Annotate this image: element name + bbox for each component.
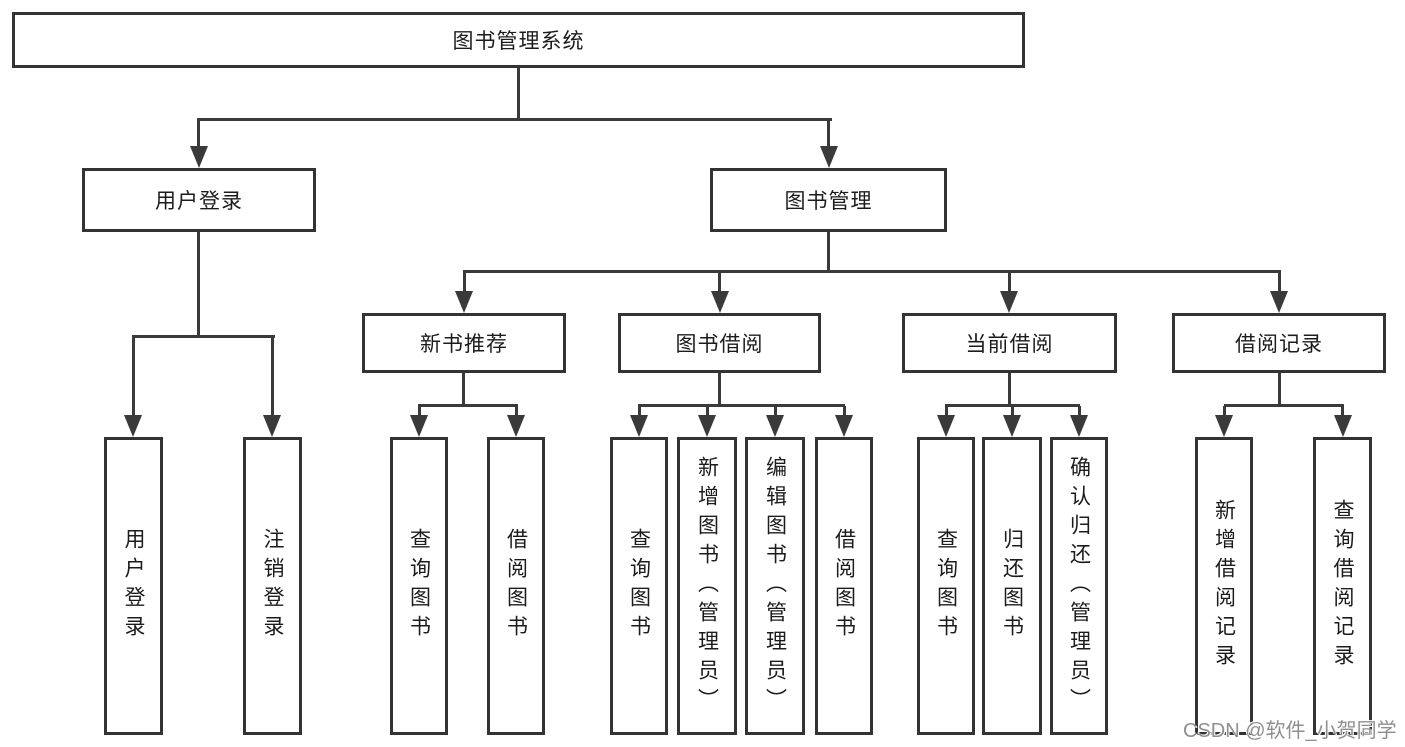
leaf-query-books-current: 查询图书 xyxy=(917,437,975,735)
connector-line xyxy=(1278,373,1281,407)
connector-arrow xyxy=(263,415,281,437)
connector-arrow xyxy=(1270,291,1288,313)
connector-line xyxy=(774,406,777,420)
node-current-borrowing: 当前借阅 xyxy=(902,313,1117,373)
connector-line xyxy=(945,406,948,420)
leaf-label: 查询图书 xyxy=(407,528,431,644)
node-new-book-recommendation: 新书推荐 xyxy=(362,313,566,373)
leaf-label: 查询借阅记录 xyxy=(1331,499,1354,673)
connector-line xyxy=(827,232,830,273)
connector-line xyxy=(271,337,274,420)
connector-line xyxy=(1078,406,1081,420)
connector-line xyxy=(462,373,465,407)
leaf-label: 借阅图书 xyxy=(504,528,528,644)
connector-line xyxy=(1223,406,1226,420)
leaf-return-books: 归还图书 xyxy=(982,437,1042,735)
connector-line xyxy=(418,404,518,407)
leaf-user-login: 用户登录 xyxy=(104,437,163,735)
connector-arrow xyxy=(190,146,208,168)
csdn-watermark: CSDN @软件_小贺同学 xyxy=(1183,720,1397,742)
leaf-label: 查询图书 xyxy=(627,528,651,644)
connector-line xyxy=(638,404,845,407)
connector-line xyxy=(197,118,832,121)
leaf-label: 借阅图书 xyxy=(832,528,856,644)
connector-line xyxy=(1011,406,1014,420)
connector-arrow xyxy=(937,415,955,437)
connector-line xyxy=(1278,272,1281,294)
leaf-edit-books-admin: 编辑图书（管理员） xyxy=(745,437,805,735)
leaf-label: 注销登录 xyxy=(261,528,284,644)
connector-arrow xyxy=(630,415,648,437)
node-label: 图书管理 xyxy=(784,190,873,213)
node-book-borrowing: 图书借阅 xyxy=(618,313,821,373)
connector-arrow xyxy=(698,415,716,437)
connector-line xyxy=(132,335,275,338)
connector-arrow xyxy=(455,291,473,313)
connector-arrow xyxy=(410,415,428,437)
connector-line xyxy=(843,406,846,420)
leaf-query-books-recommend: 查询图书 xyxy=(390,437,448,735)
leaf-label: 新增图书（管理员） xyxy=(695,455,719,717)
node-label: 新书推荐 xyxy=(420,333,508,356)
connector-arrow xyxy=(1215,415,1233,437)
connector-arrow xyxy=(124,415,142,437)
connector-line xyxy=(706,406,709,420)
connector-line xyxy=(132,337,135,420)
connector-line xyxy=(418,406,421,420)
leaf-query-books-borrowing: 查询图书 xyxy=(610,437,668,735)
connector-line xyxy=(463,270,1281,273)
node-label: 当前借阅 xyxy=(965,333,1054,356)
node-user-login: 用户登录 xyxy=(82,168,316,232)
connector-line xyxy=(827,120,830,150)
connector-arrow xyxy=(711,291,729,313)
connector-line xyxy=(718,373,721,407)
connector-line xyxy=(718,272,721,294)
connector-line xyxy=(945,404,1080,407)
leaf-confirm-return-admin: 确认归还（管理员） xyxy=(1050,437,1108,735)
leaf-query-borrow-record: 查询借阅记录 xyxy=(1313,437,1372,735)
connector-line xyxy=(197,232,200,338)
connector-arrow xyxy=(835,415,853,437)
connector-line xyxy=(515,406,518,420)
connector-line xyxy=(463,272,466,294)
connector-arrow xyxy=(507,415,525,437)
node-label: 图书管理系统 xyxy=(452,30,585,53)
leaf-label: 查询图书 xyxy=(934,528,958,644)
leaf-label: 新增借阅记录 xyxy=(1212,499,1236,673)
connector-arrow xyxy=(1003,415,1021,437)
connector-line xyxy=(638,406,641,420)
node-label: 用户登录 xyxy=(155,190,243,213)
leaf-add-borrow-record: 新增借阅记录 xyxy=(1195,437,1253,735)
node-book-management: 图书管理 xyxy=(710,168,947,232)
leaf-label: 归还图书 xyxy=(1000,528,1024,644)
connector-line xyxy=(1224,404,1344,407)
node-library-system: 图书管理系统 xyxy=(12,12,1025,68)
node-label: 借阅记录 xyxy=(1235,333,1323,356)
leaf-borrow-books-recommend: 借阅图书 xyxy=(487,437,545,735)
node-borrowing-records: 借阅记录 xyxy=(1172,313,1386,373)
connector-line xyxy=(1341,406,1344,420)
leaf-add-books-admin: 新增图书（管理员） xyxy=(677,437,737,735)
connector-line xyxy=(197,120,200,150)
leaf-label: 编辑图书（管理员） xyxy=(763,455,787,717)
leaf-label: 用户登录 xyxy=(122,528,145,644)
connector-arrow xyxy=(1070,415,1088,437)
connector-arrow xyxy=(1334,415,1352,437)
connector-arrow xyxy=(1000,291,1018,313)
leaf-borrow-books-borrowing: 借阅图书 xyxy=(815,437,873,735)
connector-line xyxy=(1008,272,1011,294)
connector-line xyxy=(517,68,520,121)
connector-line xyxy=(1008,373,1011,407)
leaf-logout: 注销登录 xyxy=(243,437,302,735)
connector-arrow xyxy=(820,146,838,168)
leaf-label: 确认归还（管理员） xyxy=(1067,455,1091,717)
connector-arrow xyxy=(766,415,784,437)
node-label: 图书借阅 xyxy=(675,333,764,356)
